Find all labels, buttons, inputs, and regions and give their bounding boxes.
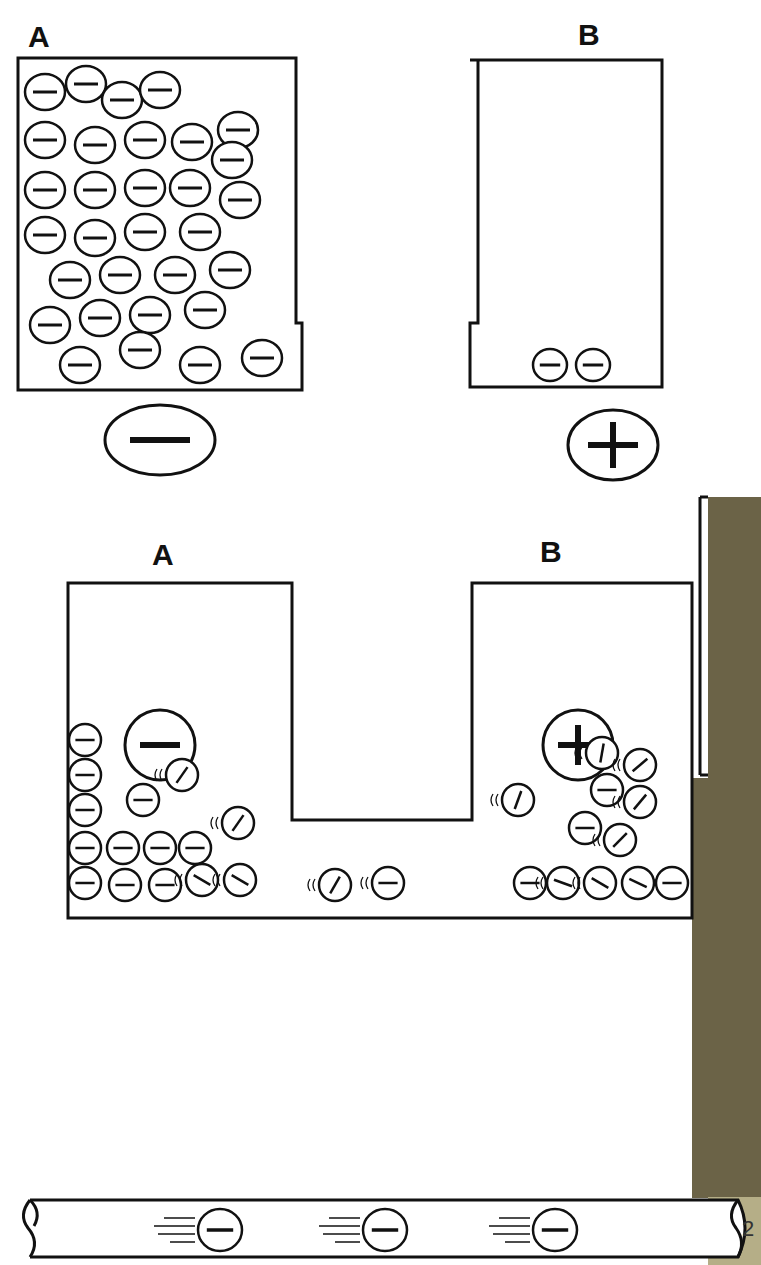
container-a — [18, 58, 302, 390]
electron — [127, 784, 159, 816]
speed-lines — [319, 1218, 360, 1242]
container-label: B — [578, 20, 600, 50]
electron — [533, 1209, 577, 1251]
electron — [125, 214, 165, 250]
electron — [575, 737, 618, 769]
container-label: A — [28, 22, 50, 52]
electron — [656, 867, 688, 899]
plus-symbol — [588, 422, 638, 468]
electron — [569, 812, 601, 844]
electron — [491, 784, 534, 816]
electron — [308, 869, 351, 901]
electron — [130, 297, 170, 333]
electron — [180, 347, 220, 383]
electron — [125, 170, 165, 206]
side-bar — [692, 778, 712, 1198]
electron — [514, 867, 546, 899]
container-label: B — [540, 537, 562, 567]
negative-terminal — [105, 405, 215, 475]
electron — [140, 72, 180, 108]
electron — [361, 867, 404, 899]
electron — [533, 349, 567, 381]
minus-symbol — [130, 437, 190, 443]
speed-lines — [154, 1218, 195, 1242]
electron — [102, 82, 142, 118]
wire — [30, 1200, 745, 1257]
speed-lines — [489, 1218, 530, 1242]
electron — [75, 127, 115, 163]
electron — [107, 832, 139, 864]
electron — [25, 172, 65, 208]
electron — [66, 66, 106, 102]
electron — [212, 142, 252, 178]
electron — [69, 794, 101, 826]
electron — [210, 252, 250, 288]
electron — [69, 759, 101, 791]
electron — [25, 217, 65, 253]
container-label: A — [152, 540, 174, 570]
electron — [198, 1209, 242, 1251]
electron — [25, 74, 65, 110]
electron — [155, 759, 198, 791]
electron — [622, 867, 654, 899]
wire-end — [23, 1200, 37, 1257]
electron — [593, 824, 636, 856]
electron — [213, 864, 256, 896]
electron — [536, 867, 579, 899]
electron — [149, 869, 181, 901]
electron — [30, 307, 70, 343]
electron — [175, 864, 218, 896]
electron — [242, 340, 282, 376]
electron — [179, 832, 211, 864]
electron — [69, 867, 101, 899]
electron — [613, 749, 656, 781]
electron — [120, 332, 160, 368]
electron — [25, 122, 65, 158]
electron — [60, 347, 100, 383]
electron — [576, 349, 610, 381]
positive-terminal — [568, 410, 658, 480]
electron — [185, 292, 225, 328]
side-bar — [708, 497, 761, 1197]
electron — [211, 807, 254, 839]
electron — [80, 300, 120, 336]
electron — [100, 257, 140, 293]
electron — [613, 786, 656, 818]
electron — [573, 867, 616, 899]
container-b — [470, 60, 662, 387]
u-tube — [68, 583, 692, 918]
page-number: 2 — [742, 1218, 754, 1240]
electron — [172, 124, 212, 160]
minus-symbol — [140, 742, 180, 748]
electron — [144, 832, 176, 864]
electron — [155, 257, 195, 293]
electron — [69, 832, 101, 864]
electron — [109, 869, 141, 901]
electron — [125, 122, 165, 158]
electron — [180, 214, 220, 250]
electron — [69, 724, 101, 756]
electron-group — [25, 66, 688, 1251]
bracket — [700, 497, 708, 775]
electron — [363, 1209, 407, 1251]
electron — [170, 170, 210, 206]
electron — [75, 220, 115, 256]
wire-end — [731, 1200, 741, 1257]
electron — [50, 262, 90, 298]
electron — [75, 172, 115, 208]
electron — [220, 182, 260, 218]
